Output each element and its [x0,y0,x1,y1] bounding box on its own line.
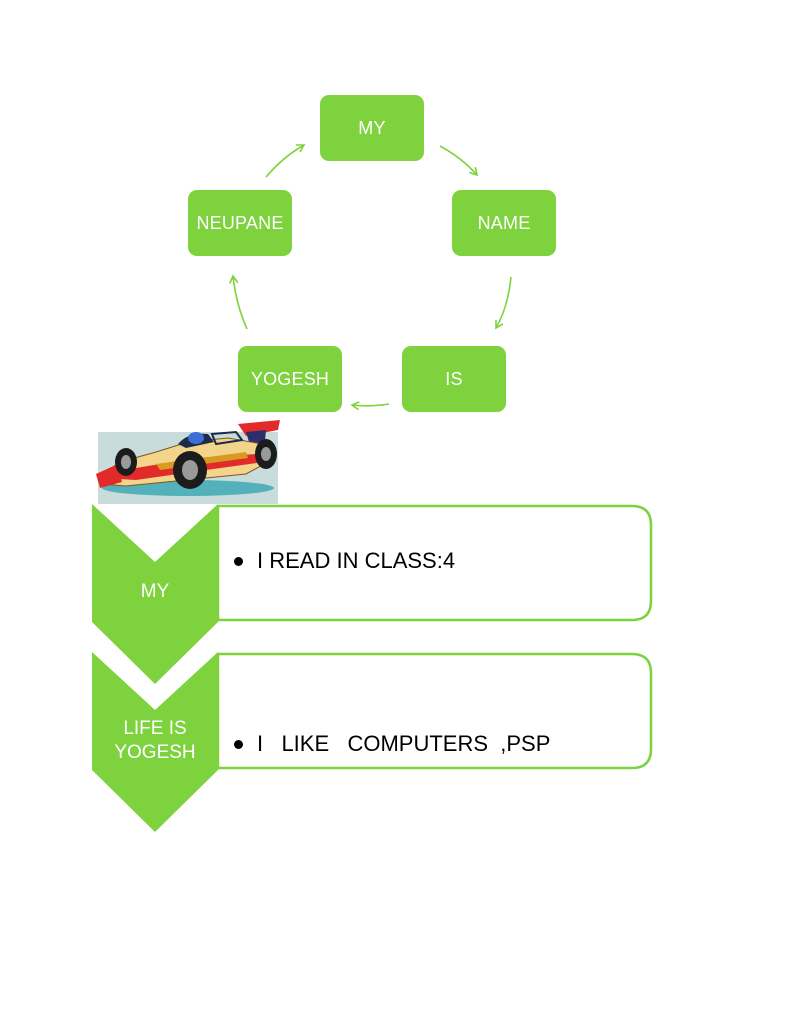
list-item-2-text: I LIKE COMPUTERS ,PSP [234,731,550,757]
cycle-node-neupane: NEUPANE [188,190,292,256]
cycle-node-name: NAME [452,190,556,256]
list-item-1-box [216,504,653,622]
race-car-icon [96,420,280,504]
bullet-icon [234,739,243,749]
cycle-node-is: IS [402,346,506,412]
cycle-node-yogesh: YOGESH [238,346,342,412]
list-item-2-label: I LIKE COMPUTERS ,PSP [257,731,551,756]
list-item-2-box [216,652,653,770]
list-item-1-text: I READ IN CLASS:4 [234,548,455,574]
list-item-1-label: I READ IN CLASS:4 [257,548,456,573]
chevron-label-1: MY [140,581,170,602]
chevron-label-2: LIFE IS YOGESH [114,718,196,763]
chevron-1 [92,504,218,684]
cycle-node-my: MY [320,95,424,161]
chevron-2 [92,652,218,832]
bullet-icon [234,556,243,566]
